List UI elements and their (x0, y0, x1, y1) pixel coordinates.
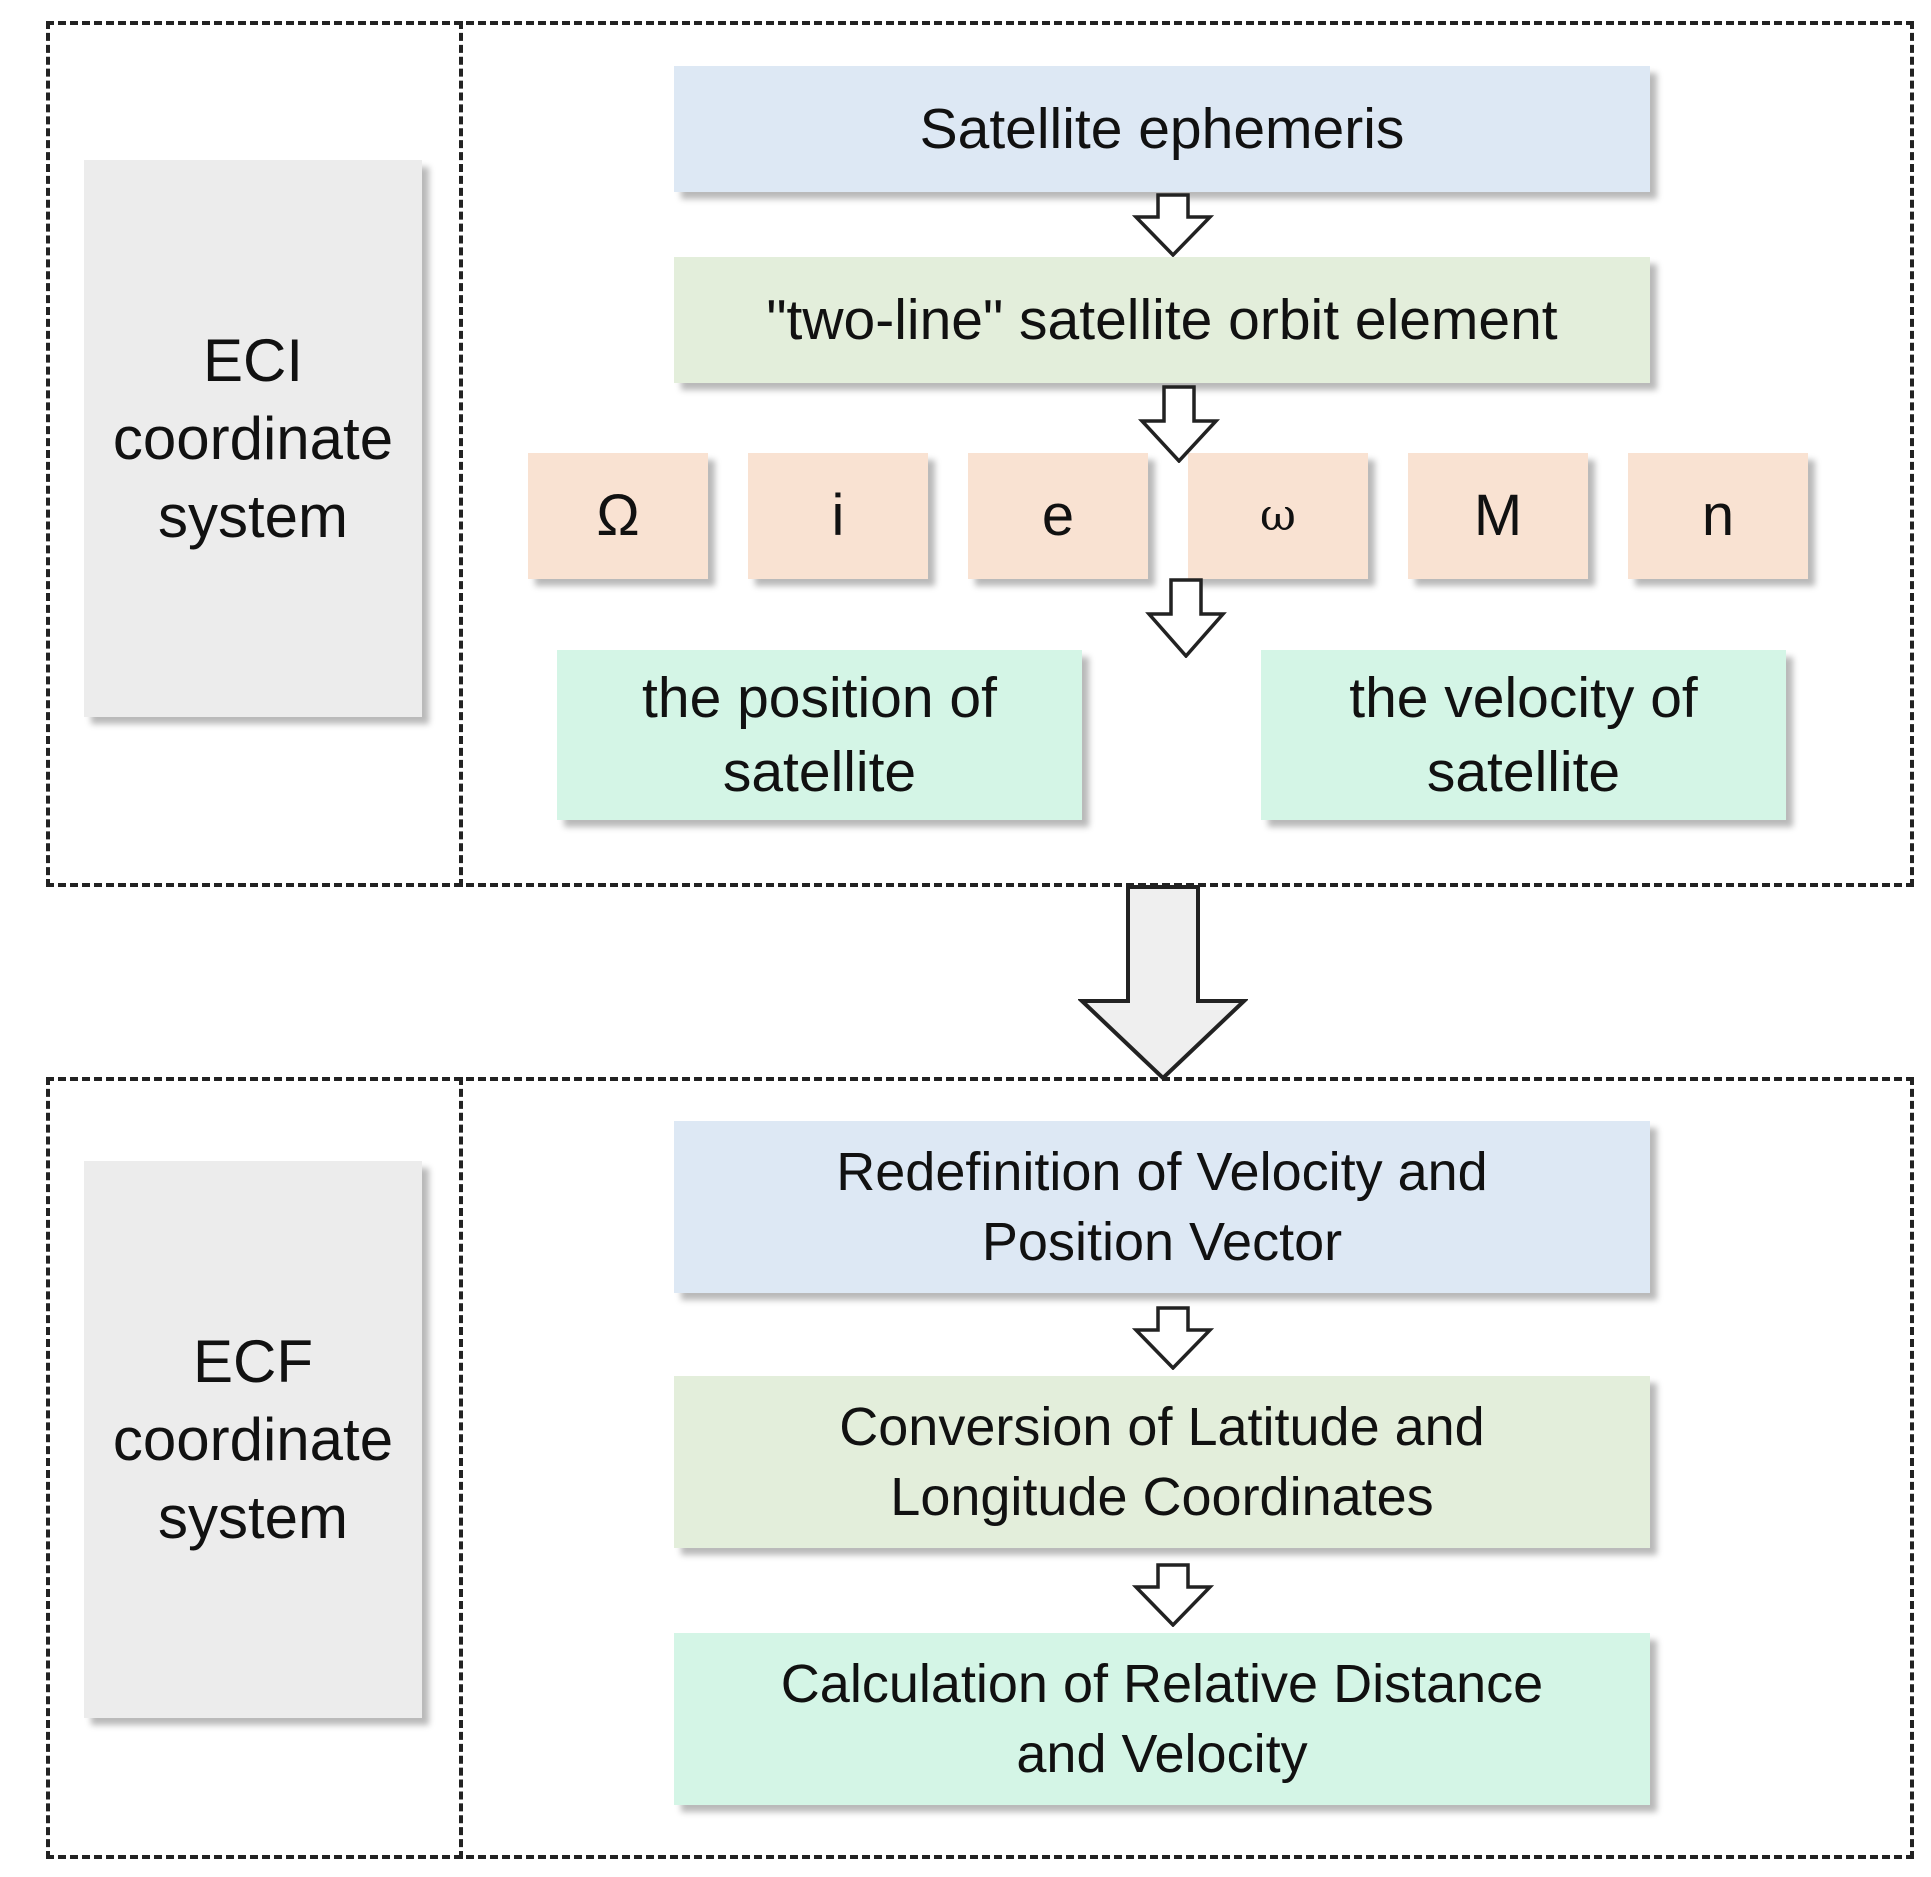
two-line-element-text: "two-line" satellite orbit element (766, 287, 1558, 352)
down-arrow-icon (1132, 1563, 1214, 1627)
ecf-section-frame (46, 1077, 1914, 1859)
eci-label: ECI coordinate system (112, 326, 394, 550)
velocity-text: the velocity of satellite (1349, 665, 1698, 804)
conversion-text: Conversion of Latitude and Longitude Coo… (839, 1396, 1485, 1527)
redefinition-text: Redefinition of Velocity and Position Ve… (836, 1141, 1488, 1272)
param-omega-text: Ω (596, 483, 640, 549)
ecf-label: ECF coordinate system (112, 1327, 394, 1551)
param-i-text: i (831, 483, 845, 549)
down-arrow-icon (1132, 193, 1214, 257)
satellite-ephemeris-text: Satellite ephemeris (919, 96, 1405, 161)
param-m-text: M (1473, 483, 1523, 549)
calculation-box: Calculation of Relative Distance and Vel… (674, 1633, 1650, 1805)
eci-label-box: ECI coordinate system (84, 160, 422, 717)
param-omega-box: Ω (528, 453, 708, 579)
param-small-omega-box: ω (1188, 453, 1368, 579)
eci-section-divider (459, 21, 463, 887)
conversion-box: Conversion of Latitude and Longitude Coo… (674, 1376, 1650, 1548)
satellite-ephemeris-box: Satellite ephemeris (674, 66, 1650, 192)
eci-section-frame (46, 21, 1914, 887)
param-small-omega-text: ω (1260, 490, 1296, 542)
param-n-box: n (1628, 453, 1808, 579)
param-m-box: M (1408, 453, 1588, 579)
param-i-box: i (748, 453, 928, 579)
down-arrow-icon (1138, 385, 1220, 463)
ecf-label-box: ECF coordinate system (84, 1161, 422, 1718)
param-n-text: n (1701, 483, 1735, 549)
two-line-element-box: "two-line" satellite orbit element (674, 257, 1650, 383)
down-arrow-icon (1145, 578, 1227, 658)
down-arrow-icon (1132, 1306, 1214, 1370)
param-e-text: e (1041, 483, 1075, 549)
velocity-box: the velocity of satellite (1261, 650, 1786, 820)
calculation-text: Calculation of Relative Distance and Vel… (780, 1653, 1544, 1784)
position-text: the position of satellite (642, 665, 997, 804)
big-down-arrow-icon (1078, 885, 1248, 1081)
param-e-box: e (968, 453, 1148, 579)
ecf-section-divider (459, 1077, 463, 1859)
position-box: the position of satellite (557, 650, 1082, 820)
redefinition-box: Redefinition of Velocity and Position Ve… (674, 1121, 1650, 1293)
